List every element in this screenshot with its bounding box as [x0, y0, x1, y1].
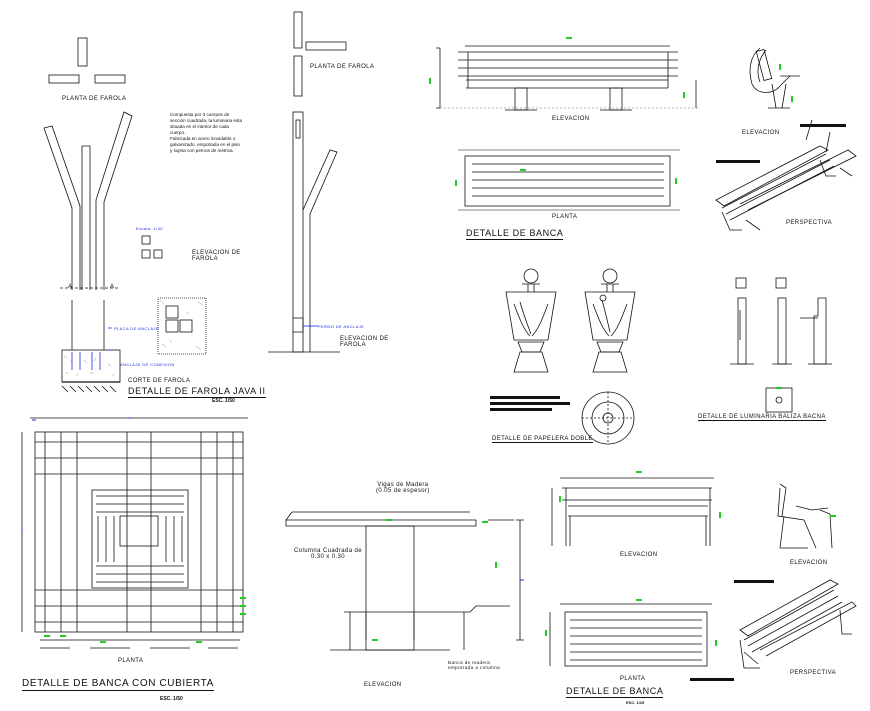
banca-bottom-perspective-label: PERSPECTIVA [790, 670, 836, 676]
farola-plan-right [293, 11, 347, 97]
farola-note: Compuesta por 3 cuerpos de sección cuadr… [170, 112, 243, 153]
seat-note: Banca de madera empotrada a columna [448, 660, 501, 670]
farola-scale: ESC. 1/50 [212, 398, 235, 404]
blue-note-anclaje: ANCLAJE DE CONEXION [120, 362, 175, 367]
papelera-text-block-3 [490, 408, 552, 411]
blue-note-scale: Escala: 1/40 [136, 226, 163, 231]
column-note: Columna Cuadrada de 0.30 x 0.30 [294, 548, 362, 560]
papelera-text-block-1 [490, 396, 560, 399]
banca-bottom-persp-bar [734, 580, 774, 583]
banca-cubierta-elevation-label: ELEVACION [364, 682, 402, 688]
farola-plan-label-right: PLANTA DE FAROLA [310, 64, 375, 70]
banca-top-plan-label: PLANTA [552, 214, 578, 220]
banca-cubierta-elevation [285, 511, 524, 651]
banca-top-perspective-label: PERSPECTIVA [786, 220, 832, 226]
farola-elevation-left [43, 111, 133, 393]
banca-cubierta-plan [21, 417, 248, 649]
banca-bottom-plan-label: PLANTA [620, 676, 646, 682]
banca-cubierta-title: DETALLE DE BANCA CON CUBIERTA [22, 678, 214, 691]
banca-top-side-bar [800, 124, 846, 127]
banca-bottom-elevation [551, 477, 714, 546]
banca-top-plan [458, 149, 680, 211]
blue-marks [21, 417, 524, 581]
blue-note-perno: PERNO DE ANCLAJE [318, 324, 365, 329]
beam-note: Vigas de Madera (0.05 de espesor) [376, 482, 430, 494]
banca-top-elevation-label: ELEVACION [552, 116, 590, 122]
papelera-plan [581, 391, 635, 445]
banca-bottom-title: DETALLE DE BANCA [566, 686, 664, 698]
blue-note-placa: PLACA DE ANCLAJE [114, 326, 159, 331]
banca-top-title: DETALLE DE BANCA [466, 228, 564, 240]
papelera-title: DETALLE DE PAPELERA DOBLE [492, 436, 593, 443]
banca-bottom-side [777, 483, 833, 549]
farola-elevation-mid [268, 111, 340, 353]
farola-title: DETALLE DE FAROLA JAVA II [128, 386, 266, 398]
papelera-text-block-2 [490, 402, 570, 405]
banca-bottom-elevation-label: ELEVACION [620, 552, 658, 558]
farola-section-label: CORTE DE FAROLA [128, 378, 191, 384]
farola-plan-label: PLANTA DE FAROLA [62, 96, 127, 102]
banca-cubierta-scale: ESC. 1/50 [160, 696, 183, 702]
anchor-plate-detail [157, 297, 207, 355]
banca-cubierta-plan-label: PLANTA [118, 658, 144, 664]
banca-top-persp-bar [716, 160, 760, 163]
banca-top-elevation [436, 45, 700, 111]
banca-top-side [749, 47, 800, 109]
farola-elevation-label: ELEVACION DE FAROLA [192, 250, 241, 262]
luminaria-title: DETALLE DE LUMINARIA BALIZA BACNA [698, 414, 826, 421]
section-mark-a1: A [68, 284, 73, 290]
banca-bottom-plan [549, 603, 712, 667]
banca-top-side-label: ELEVACION [742, 130, 780, 136]
banca-bottom-plan-bar [690, 678, 734, 681]
farola-elevation-label-right: ELEVACION DE FAROLA [340, 336, 389, 348]
banca-top-perspective [715, 119, 857, 231]
section-mark-a2: A [110, 284, 115, 290]
dimension-marks [44, 37, 836, 646]
banca-bottom-scale: ESC. 1/25 [626, 700, 645, 705]
plan-mini [141, 235, 163, 259]
farola-plan [48, 37, 126, 84]
papelera-elevations [505, 268, 636, 373]
banca-bottom-perspective [739, 579, 857, 669]
luminaria-elevations [730, 277, 832, 413]
banca-bottom-side-label: ELEVACION [790, 560, 828, 566]
